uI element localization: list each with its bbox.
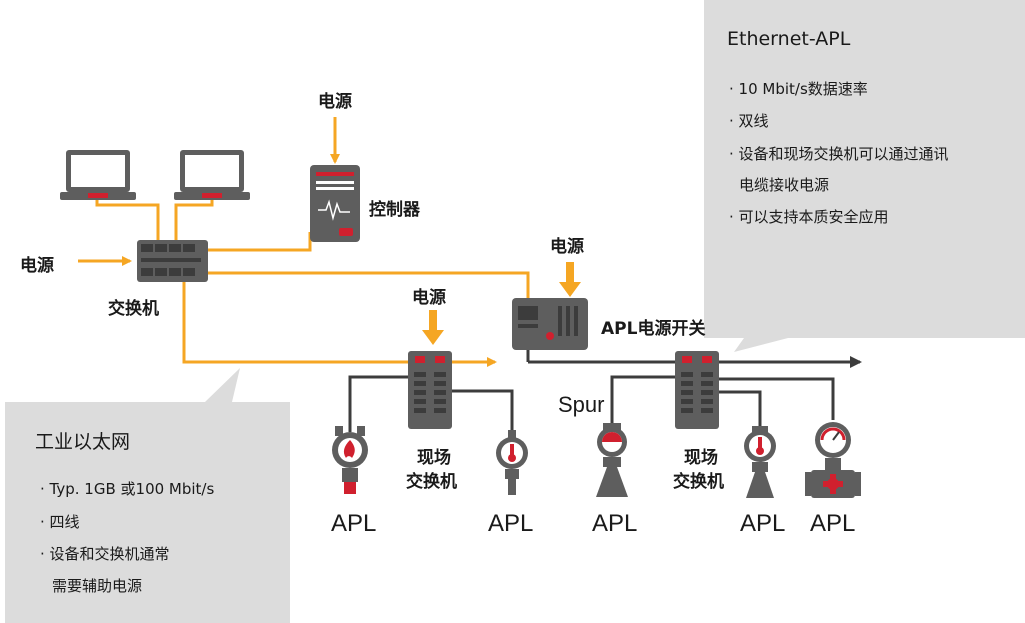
- ethernet-apl-title: Ethernet-APL: [727, 28, 851, 50]
- apl-power-switch-label: APL电源开关: [601, 319, 706, 339]
- power-label: 电源: [550, 237, 584, 257]
- pressure-gauge-icon: [815, 422, 851, 470]
- ethernet-apl-item: · 双线: [729, 112, 769, 130]
- radar-level-sensor-icon: [596, 423, 628, 497]
- power-arrows: [422, 262, 581, 345]
- ethernet-apl-item: · 10 Mbit/s数据速率: [729, 80, 868, 98]
- ethernet-apl-item: · 设备和现场交换机可以通过通讯: [729, 145, 949, 163]
- industrial-ethernet-item: 需要辅助电源: [52, 577, 143, 595]
- apl-label: APL: [592, 510, 638, 537]
- industrial-ethernet-title: 工业以太网: [35, 431, 131, 453]
- ethernet-apl-item: · 可以支持本质安全应用: [729, 208, 889, 226]
- apl-label: APL: [740, 510, 786, 537]
- field-switch-label: 现场: [417, 448, 451, 468]
- flame-sensor-icon: [332, 426, 368, 494]
- apl-label: APL: [488, 510, 534, 537]
- ethernet-lines: [78, 117, 530, 367]
- temperature-sensor-icon: [744, 426, 776, 498]
- power-label: 电源: [412, 288, 446, 308]
- field-switch-icon: [408, 351, 452, 429]
- apl-power-switch-icon: [512, 298, 588, 350]
- ethernet-apl-callout: [704, 0, 1025, 352]
- apl-label: APL: [331, 510, 377, 537]
- apl-label: APL: [810, 510, 856, 537]
- power-label: 电源: [318, 92, 352, 112]
- industrial-ethernet-item: · 设备和交换机通常: [40, 545, 170, 563]
- spur-label: Spur: [558, 392, 605, 417]
- controller-label: 控制器: [369, 200, 420, 220]
- ethernet-apl-item: 电缆接收电源: [739, 176, 830, 194]
- field-switch-label: 交换机: [673, 472, 724, 492]
- power-label: 电源: [20, 256, 54, 276]
- laptop-icon: [174, 150, 250, 200]
- industrial-ethernet-item: · 四线: [40, 513, 80, 531]
- network-switch-icon: [137, 240, 208, 282]
- flow-meter-icon: [805, 470, 861, 498]
- field-switch-label: 现场: [684, 448, 718, 468]
- controller-icon: [310, 165, 360, 242]
- laptop-icon: [60, 150, 136, 200]
- industrial-ethernet-item: · Typ. 1GB 或100 Mbit/s: [40, 480, 215, 498]
- field-switch-label: 交换机: [406, 472, 457, 492]
- field-switch-icon: [675, 351, 719, 429]
- switch-label: 交换机: [108, 299, 159, 319]
- temperature-sensor-icon: [496, 430, 528, 495]
- industrial-ethernet-callout: [5, 368, 290, 623]
